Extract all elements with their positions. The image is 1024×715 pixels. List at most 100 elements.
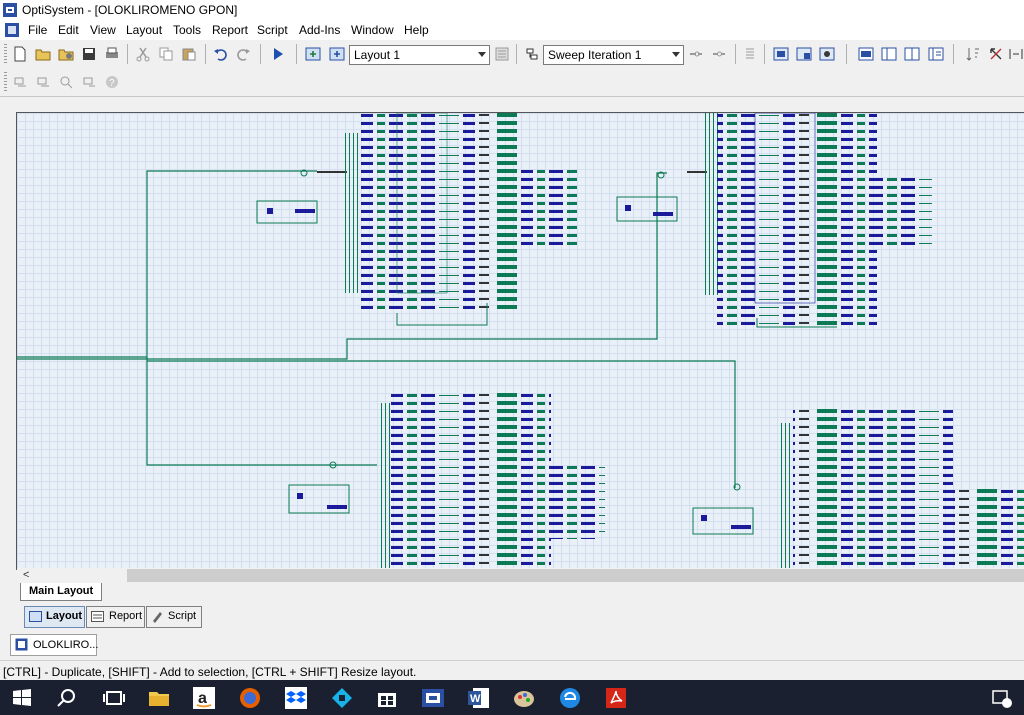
script-tab-icon [153,612,162,623]
firefox-icon[interactable] [238,686,262,710]
amazon-icon[interactable]: a [192,686,216,710]
main-toolbar: Layout 1 Sweep Iteration 1 [0,40,1024,68]
view-component-icon[interactable] [773,46,789,62]
sort-icon[interactable] [965,46,981,62]
document-tab[interactable]: OLOKLIRO... [10,634,99,656]
chevron-down-icon[interactable] [478,52,486,57]
horizontal-scrollbar[interactable]: < [17,568,1024,583]
chevron-down-icon[interactable] [672,52,680,57]
file-explorer-icon[interactable] [147,686,171,710]
tab-report[interactable]: Report [86,606,145,628]
layout-select[interactable]: Layout 1 [349,45,490,65]
tab-main-layout-label: Main Layout [29,585,94,597]
search-icon[interactable] [55,686,79,710]
menu-window[interactable]: Window [351,23,394,37]
open-project-icon[interactable] [58,46,74,62]
cut-icon[interactable] [135,46,151,62]
menu-script[interactable]: Script [257,23,288,37]
optisystem-taskbar-icon[interactable] [421,686,445,710]
link-icon[interactable] [688,46,704,62]
list-icon[interactable] [741,46,757,62]
tab-script-label: Script [168,610,197,622]
menu-edit[interactable]: Edit [58,23,79,37]
document-icon[interactable] [4,22,20,38]
menu-help[interactable]: Help [404,23,429,37]
toolbar-grip[interactable] [4,72,7,92]
print-icon[interactable] [104,46,120,62]
secondary-toolbar: ? [0,68,1024,97]
windows-start-icon[interactable] [10,686,34,710]
component-tool-1-icon[interactable] [12,74,28,90]
sweep-iteration-select[interactable]: Sweep Iteration 1 [543,45,684,65]
new-file-icon[interactable] [12,46,28,62]
menu-layout[interactable]: Layout [126,23,163,37]
menu-file[interactable]: File [28,23,48,37]
gpon-schematic [17,113,1024,569]
paste-icon[interactable] [181,46,197,62]
report-tab-icon [91,611,104,622]
open-folder-icon[interactable] [35,46,51,62]
redo-icon[interactable] [235,46,251,62]
component-tool-2-icon[interactable] [35,74,51,90]
panel-1-icon[interactable] [858,46,874,62]
tab-report-label: Report [109,610,143,622]
layout-options-icon[interactable] [494,46,510,62]
panel-3-icon[interactable] [904,46,920,62]
status-text: [CTRL] - Duplicate, [SHIFT] - Add to sel… [3,665,417,679]
gpon-block-2[interactable] [616,113,932,328]
component-tool-4-icon[interactable] [81,74,97,90]
scroll-left-arrow[interactable]: < [23,569,30,581]
component-tool-3-icon[interactable] [58,74,74,90]
unlink-icon[interactable] [711,46,727,62]
svg-text:?: ? [109,78,115,89]
scrollbar-thumb[interactable] [127,569,1024,582]
panel-2-icon[interactable] [881,46,897,62]
tab-script[interactable]: Script [146,606,202,628]
mirror-icon[interactable] [1008,46,1024,62]
panel-4-icon[interactable] [928,46,944,62]
kodi-icon[interactable] [330,686,354,710]
add-layout-icon[interactable] [305,46,321,62]
dropbox-icon[interactable] [284,686,308,710]
document-tab-label: OLOKLIRO... [33,639,99,651]
acrobat-icon[interactable] [604,686,628,710]
run-calculate-icon[interactable] [270,46,286,62]
gpon-block-1[interactable] [256,113,577,326]
paint-icon[interactable] [512,686,536,710]
tab-layout-label: Layout [46,610,83,622]
word-icon[interactable]: W [467,686,491,710]
menu-report[interactable]: Report [212,23,249,37]
store-icon[interactable] [375,686,399,710]
menu-add-ins[interactable]: Add-Ins [299,23,341,37]
sweep-iteration-value: Sweep Iteration 1 [548,48,642,62]
copy-icon[interactable] [158,46,174,62]
title-bar: OptiSystem - [OLOKLIROMENO GPON] [0,0,1024,20]
edge-icon[interactable] [558,686,582,710]
status-bar: [CTRL] - Duplicate, [SHIFT] - Add to sel… [0,660,1024,681]
task-view-icon[interactable] [102,686,126,710]
layout-canvas[interactable] [16,112,1024,570]
optisystem-app-icon [3,3,17,17]
view-project-icon[interactable] [796,46,812,62]
gpon-block-4[interactable] [692,409,1024,569]
toolbar-grip[interactable] [4,44,7,64]
tab-main-layout[interactable]: Main Layout [20,583,102,601]
notification-icon[interactable] [990,686,1014,710]
tab-layout[interactable]: Layout [24,606,85,628]
menu-view[interactable]: View [90,23,116,37]
windows-taskbar: a W [0,680,1024,715]
move-icon[interactable] [988,46,1004,62]
svg-text:a: a [198,690,207,707]
document-tab-icon [15,638,28,651]
menu-bar: File Edit View Layout Tools Report Scrip… [0,20,1024,40]
layout-tab-icon [29,611,42,622]
layout-properties-icon[interactable] [329,46,345,62]
undo-icon[interactable] [213,46,229,62]
view-results-icon[interactable] [819,46,835,62]
save-icon[interactable] [81,46,97,62]
layout-select-value: Layout 1 [354,48,401,62]
menu-tools[interactable]: Tools [173,23,202,37]
sweep-mode-icon[interactable] [524,46,540,62]
gpon-block-3[interactable] [288,393,605,569]
help-icon[interactable]: ? [104,74,120,90]
